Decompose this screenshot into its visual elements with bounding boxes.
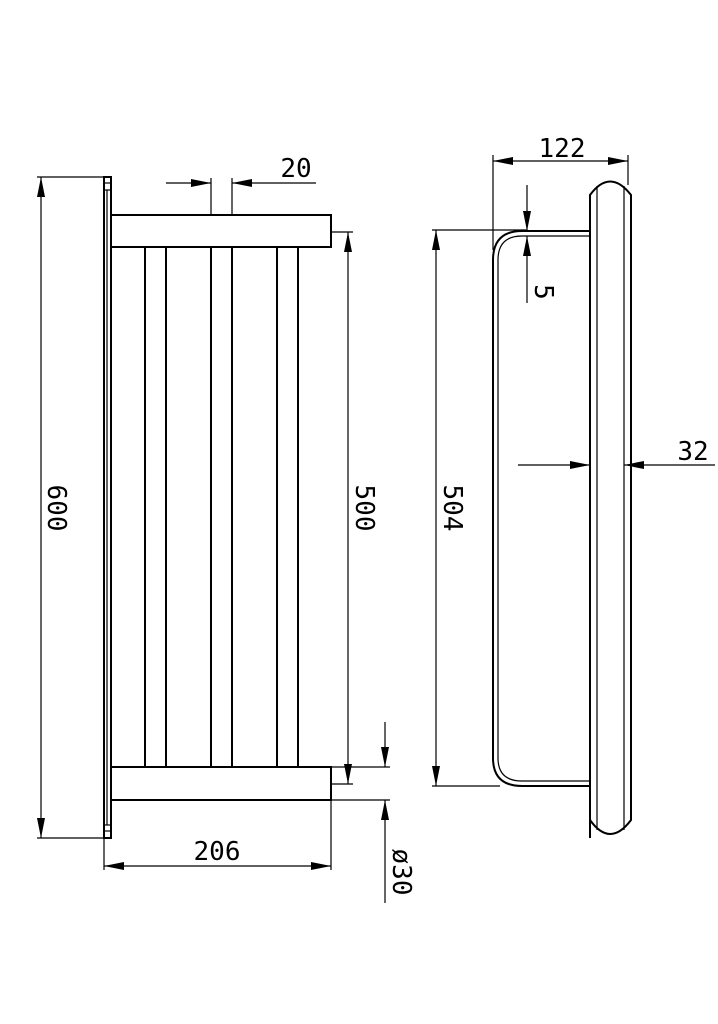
dimension-label: 504 xyxy=(437,485,467,532)
side-view: 122 5 504 32 xyxy=(432,134,715,838)
dimension-122: 122 xyxy=(492,134,629,250)
dimension-504: 504 xyxy=(432,229,527,787)
dimension-label: 122 xyxy=(539,134,586,164)
top-bar xyxy=(110,214,332,248)
dimension-diameter-30: ø30 xyxy=(331,722,416,903)
dimension-label: 5 xyxy=(528,284,558,300)
dimension-32: 32 xyxy=(518,437,715,469)
dimension-5: 5 xyxy=(523,185,558,303)
dimension-label: 500 xyxy=(349,485,379,532)
dimension-label: 20 xyxy=(280,154,311,184)
front-view: 600 20 500 ø30 xyxy=(37,154,416,903)
dimension-600: 600 xyxy=(37,176,104,839)
bottom-bar xyxy=(110,766,332,801)
dimension-20: 20 xyxy=(166,154,316,215)
rods xyxy=(144,247,299,767)
dimension-206: 206 xyxy=(103,800,332,870)
dimension-label: 206 xyxy=(194,837,241,867)
dimension-label: 32 xyxy=(677,437,708,467)
bracket xyxy=(492,230,590,787)
dimension-500: 500 xyxy=(331,231,379,785)
tube xyxy=(589,180,632,838)
dimension-label: 600 xyxy=(41,485,71,532)
wall-plate xyxy=(103,176,112,839)
dimension-label: ø30 xyxy=(386,849,416,896)
